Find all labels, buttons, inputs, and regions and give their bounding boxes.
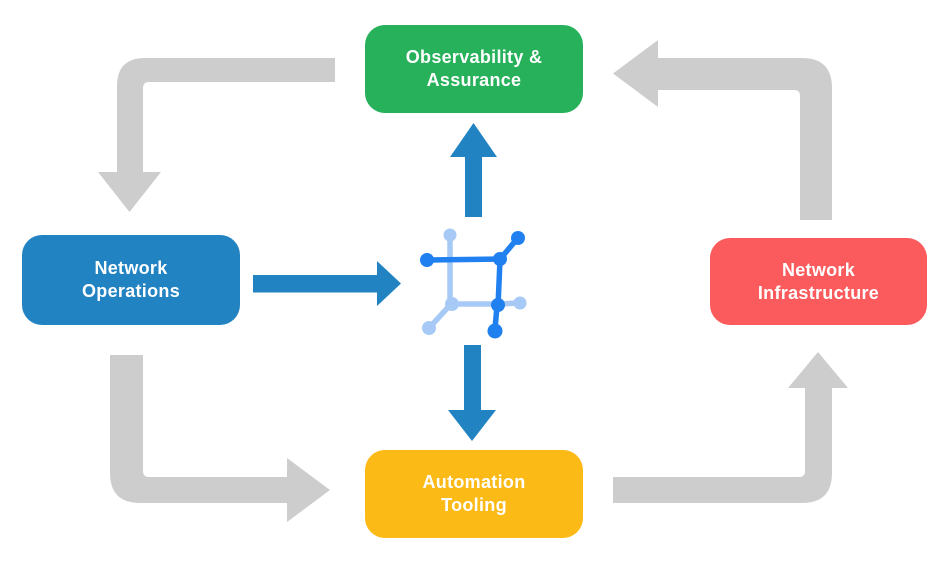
cycle-arrow-operations-to-automation [110,355,330,522]
node-network-infrastructure: Network Infrastructure [710,238,927,325]
node-label-line: Automation [422,472,526,492]
node-observability-assurance: Observability & Assurance [365,25,583,113]
flow-arrow-center-to-automation [448,345,496,441]
node-label-line: Network [781,259,856,280]
network-fabric-icon-light-nodes [422,228,527,335]
flow-arrow-operations-to-center [253,261,401,306]
network-fabric-icon-dark-nodes [420,231,525,339]
cycle-arrow-infrastructure-to-observability [613,40,832,220]
node-label-line: Network [94,258,168,278]
cycle-arrows [98,40,848,522]
flow-arrow-center-to-observability [450,123,497,217]
network-fabric-icon [420,228,527,339]
node-label-line: Infrastructure [757,282,880,303]
cycle-arrow-automation-to-infrastructure [613,352,848,503]
node-automation-tooling: Automation Tooling [365,450,583,538]
node-label-line: Observability & [405,47,543,67]
node-label-line: Operations [81,281,181,301]
node-network-operations: Network Operations [22,235,240,325]
node-label-line: Assurance [426,70,522,90]
flow-arrows [253,123,497,441]
cycle-arrow-observability-to-operations [98,58,335,212]
node-label-line: Tooling [441,495,507,515]
